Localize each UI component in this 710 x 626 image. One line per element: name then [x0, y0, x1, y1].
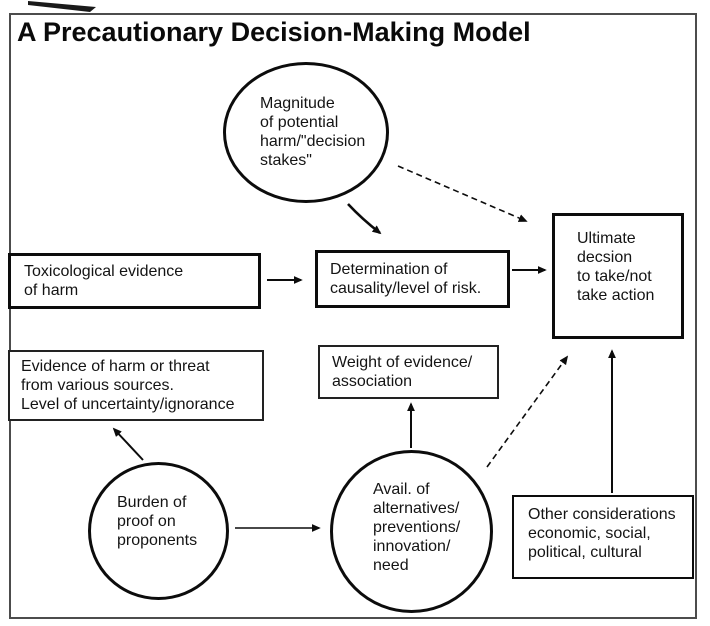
- node-burden-label: Burden of proof on proponents: [117, 494, 198, 549]
- node-other-label: Other considerations economic, social, p…: [528, 506, 676, 561]
- node-evidence-label: Evidence of harm or threat from various …: [21, 358, 235, 413]
- node-burden-of-proof: Burden of proof on proponents: [88, 462, 229, 600]
- node-weight-label: Weight of evidence/ association: [332, 354, 473, 390]
- node-ultimate-decision: Ultimate decsion to take/not take action: [552, 213, 684, 339]
- node-toxicological-evidence: Toxicological evidence of harm: [8, 253, 261, 309]
- node-other-considerations: Other considerations economic, social, p…: [512, 495, 694, 579]
- scan-artifact-mark: [28, 1, 96, 12]
- node-availability-of-alternatives: Avail. of alternatives/ preventions/ inn…: [330, 450, 493, 613]
- node-evidence-of-harm: Evidence of harm or threat from various …: [8, 350, 264, 421]
- node-determination-of-causality: Determination of causality/level of risk…: [315, 250, 510, 308]
- node-alternatives-label: Avail. of alternatives/ preventions/ inn…: [373, 481, 461, 574]
- node-weight-of-evidence: Weight of evidence/ association: [318, 345, 499, 399]
- node-magnitude-of-harm: Magnitude of potential harm/"decision st…: [223, 62, 389, 203]
- diagram-border: [9, 13, 697, 619]
- node-ultimate-label: Ultimate decsion to take/not take action: [577, 230, 655, 304]
- node-magnitude-label: Magnitude of potential harm/"decision st…: [260, 95, 366, 169]
- node-determination-label: Determination of causality/level of risk…: [330, 261, 482, 297]
- node-toxicological-label: Toxicological evidence of harm: [24, 263, 184, 299]
- diagram-title: A Precautionary Decision-Making Model: [17, 17, 531, 47]
